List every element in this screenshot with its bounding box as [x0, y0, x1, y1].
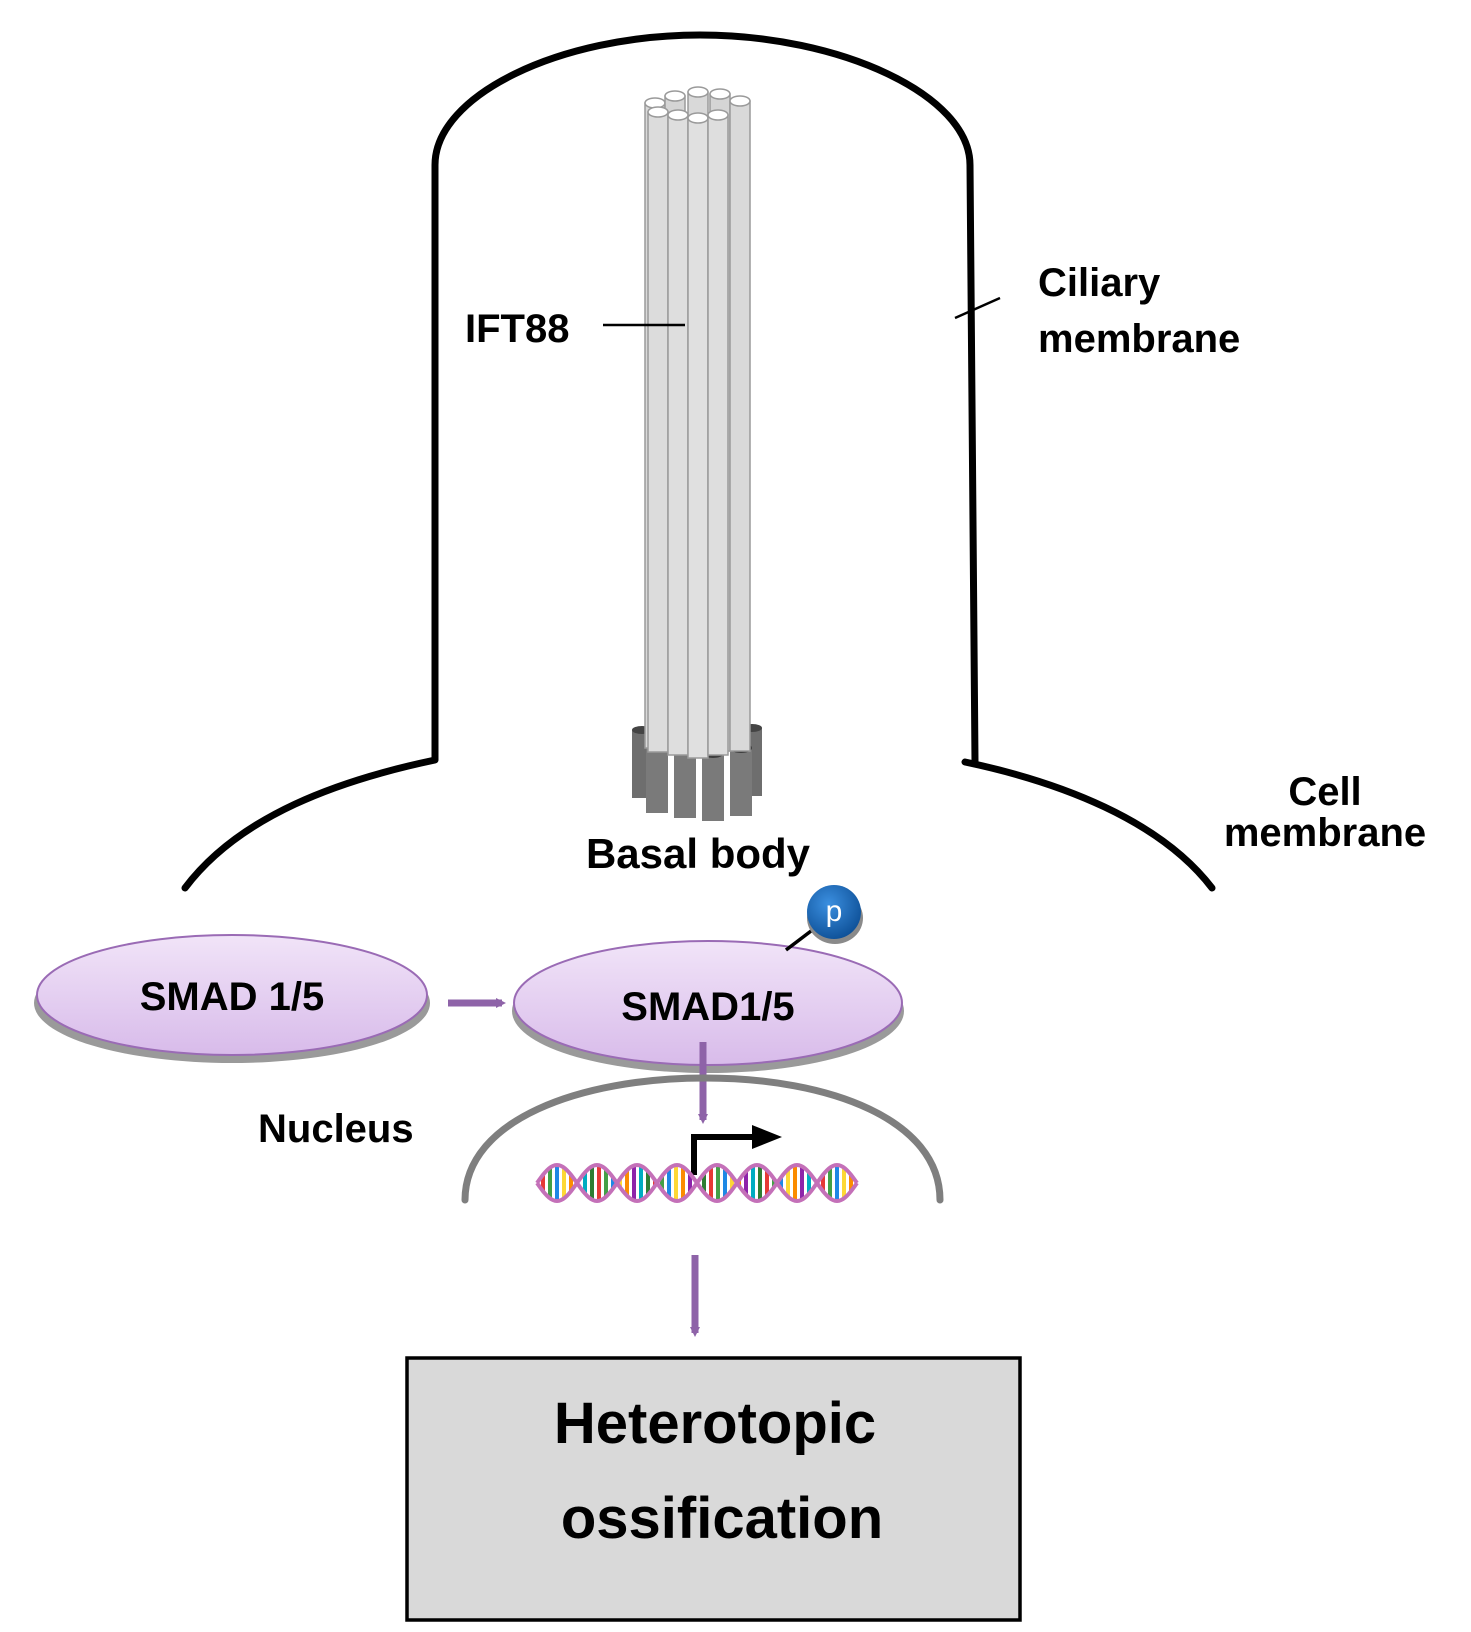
- nucleus-label: Nucleus: [258, 1107, 414, 1151]
- outcome-box: Heterotopic ossification: [405, 1356, 1022, 1622]
- smad-right-label: SMAD1/5: [621, 985, 794, 1029]
- dna-backbone: [535, 1162, 859, 1204]
- smad-right-node: SMAD1/5: [512, 940, 904, 1073]
- phospho-label: p: [826, 895, 843, 928]
- cell-membrane-label-line1: Cell: [1288, 770, 1361, 814]
- axoneme-ift88: [644, 86, 751, 759]
- ciliary-membrane: [431, 31, 979, 763]
- outcome-label-line2: ossification: [561, 1486, 883, 1551]
- cell-membrane-left: [181, 756, 439, 892]
- ciliary-membrane-pointer: [954, 296, 1001, 320]
- transcription-start-arrow-icon: [691, 1125, 782, 1175]
- smad-left-label: SMAD 1/5: [140, 975, 325, 1019]
- phosphate-icon: p: [807, 885, 863, 944]
- ciliary-membrane-label-line1: Ciliary: [1038, 261, 1161, 305]
- nuclear-envelope: [461, 1074, 944, 1204]
- dna-helix-icon: [535, 1162, 859, 1204]
- cell-membrane-right: [961, 758, 1216, 892]
- outcome-label-line1: Heterotopic: [554, 1391, 876, 1456]
- cell-membrane-label-line2: membrane: [1224, 811, 1426, 855]
- ift88-label: IFT88: [465, 307, 569, 351]
- basal-body-label: Basal body: [586, 830, 811, 877]
- phospho-link: [784, 926, 817, 952]
- smad-left-node: SMAD 1/5: [34, 934, 430, 1063]
- ciliary-membrane-label-line2: membrane: [1038, 317, 1240, 361]
